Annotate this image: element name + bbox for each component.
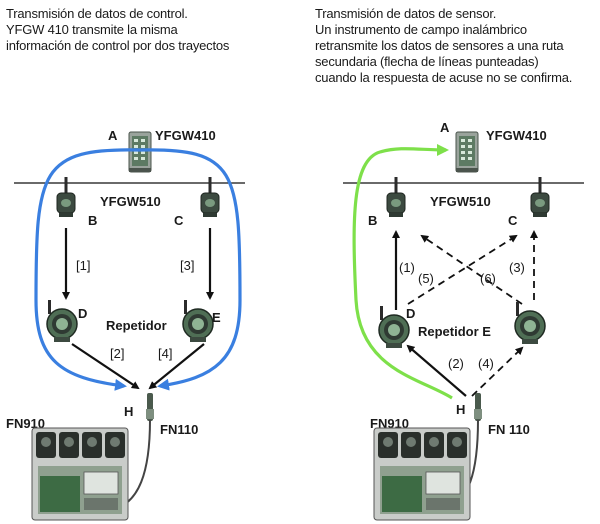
right-path-6: (6) [480, 271, 496, 286]
left-gateway-name: YFGW410 [155, 128, 216, 143]
right-fn110-label: FN 110 [488, 422, 530, 437]
left-arrow-e-h [148, 343, 205, 390]
right-caption-line-5: cuando la respuesta de acuse no se confi… [315, 70, 573, 85]
right-node-c: C [508, 213, 518, 228]
left-path-3: [3] [180, 258, 194, 273]
right-gateway-name: YFGW410 [486, 128, 547, 143]
left-diagram: A YFGW410 B YFGW510 C [1] [3] [2] [4] D … [6, 128, 245, 521]
left-ap-label: YFGW510 [100, 194, 161, 209]
right-fn910-icon [373, 427, 471, 521]
right-arrow-h-d [406, 344, 467, 397]
right-gateway-letter: A [440, 120, 450, 135]
right-instrument-d-icon [378, 305, 410, 349]
right-path-1: (1) [399, 260, 415, 275]
right-fn110-icon [474, 393, 482, 421]
left-caption-line-3: información de control por dos trayectos [6, 38, 230, 53]
right-gateway-icon [455, 131, 479, 173]
right-instrument-e-icon [514, 301, 546, 345]
right-caption-line-1: Transmisión de datos de sensor. [315, 6, 497, 21]
left-control-path-b [139, 148, 242, 391]
right-sensor-path [352, 143, 453, 400]
right-path-5: (5) [418, 271, 434, 286]
left-gateway-icon [128, 131, 152, 173]
left-caption-line-2: YFGW 410 transmite la misma [6, 22, 178, 37]
left-fn910-icon [31, 427, 129, 521]
right-path-2: (2) [448, 356, 464, 371]
left-caption-line-1: Transmisión de datos de control. [6, 6, 188, 21]
right-fn910-label: FN910 [370, 416, 409, 431]
right-node-d: D [406, 306, 415, 321]
right-node-h: H [456, 402, 465, 417]
left-path-2: [2] [110, 346, 124, 361]
left-path-1: [1] [76, 258, 90, 273]
left-instrument-e-icon [182, 299, 214, 343]
left-fn110-icon [146, 393, 154, 421]
right-caption-line-3: retransmite los datos de sensores a una … [315, 38, 564, 53]
left-node-h: H [124, 404, 133, 419]
left-fn110-label: FN110 [160, 422, 198, 437]
right-caption: Transmisión de datos de sensor. Un instr… [315, 6, 572, 86]
right-caption-line-4: secundaria (flecha de líneas punteadas) [315, 54, 539, 69]
left-gateway-letter: A [108, 128, 118, 143]
left-node-d: D [78, 306, 87, 321]
left-caption: Transmisión de datos de control. YFGW 41… [6, 6, 229, 54]
left-path-4: [4] [158, 346, 172, 361]
right-diagram: A YFGW410 B YFGW510 C (1) (5) (6) (3) (2… [343, 120, 584, 521]
right-path-3: (3) [509, 260, 525, 275]
right-caption-line-2: Un instrumento de campo inalámbrico [315, 22, 527, 37]
left-node-c: C [174, 213, 184, 228]
left-instrument-d-icon [46, 299, 78, 343]
right-dash-d-c [407, 234, 518, 305]
right-dash-e-b [420, 234, 523, 305]
right-ap-label: YFGW510 [430, 194, 491, 209]
left-fn910-label: FN910 [6, 416, 45, 431]
right-repeater-label: Repetidor E [418, 324, 491, 339]
right-node-b: B [368, 213, 377, 228]
left-node-b: B [88, 213, 97, 228]
left-arrow-d-h [71, 343, 140, 390]
left-repeater-label: Repetidor [106, 318, 167, 333]
right-path-4: (4) [478, 356, 494, 371]
left-node-e: E [212, 310, 221, 325]
left-control-path-a [34, 148, 141, 391]
